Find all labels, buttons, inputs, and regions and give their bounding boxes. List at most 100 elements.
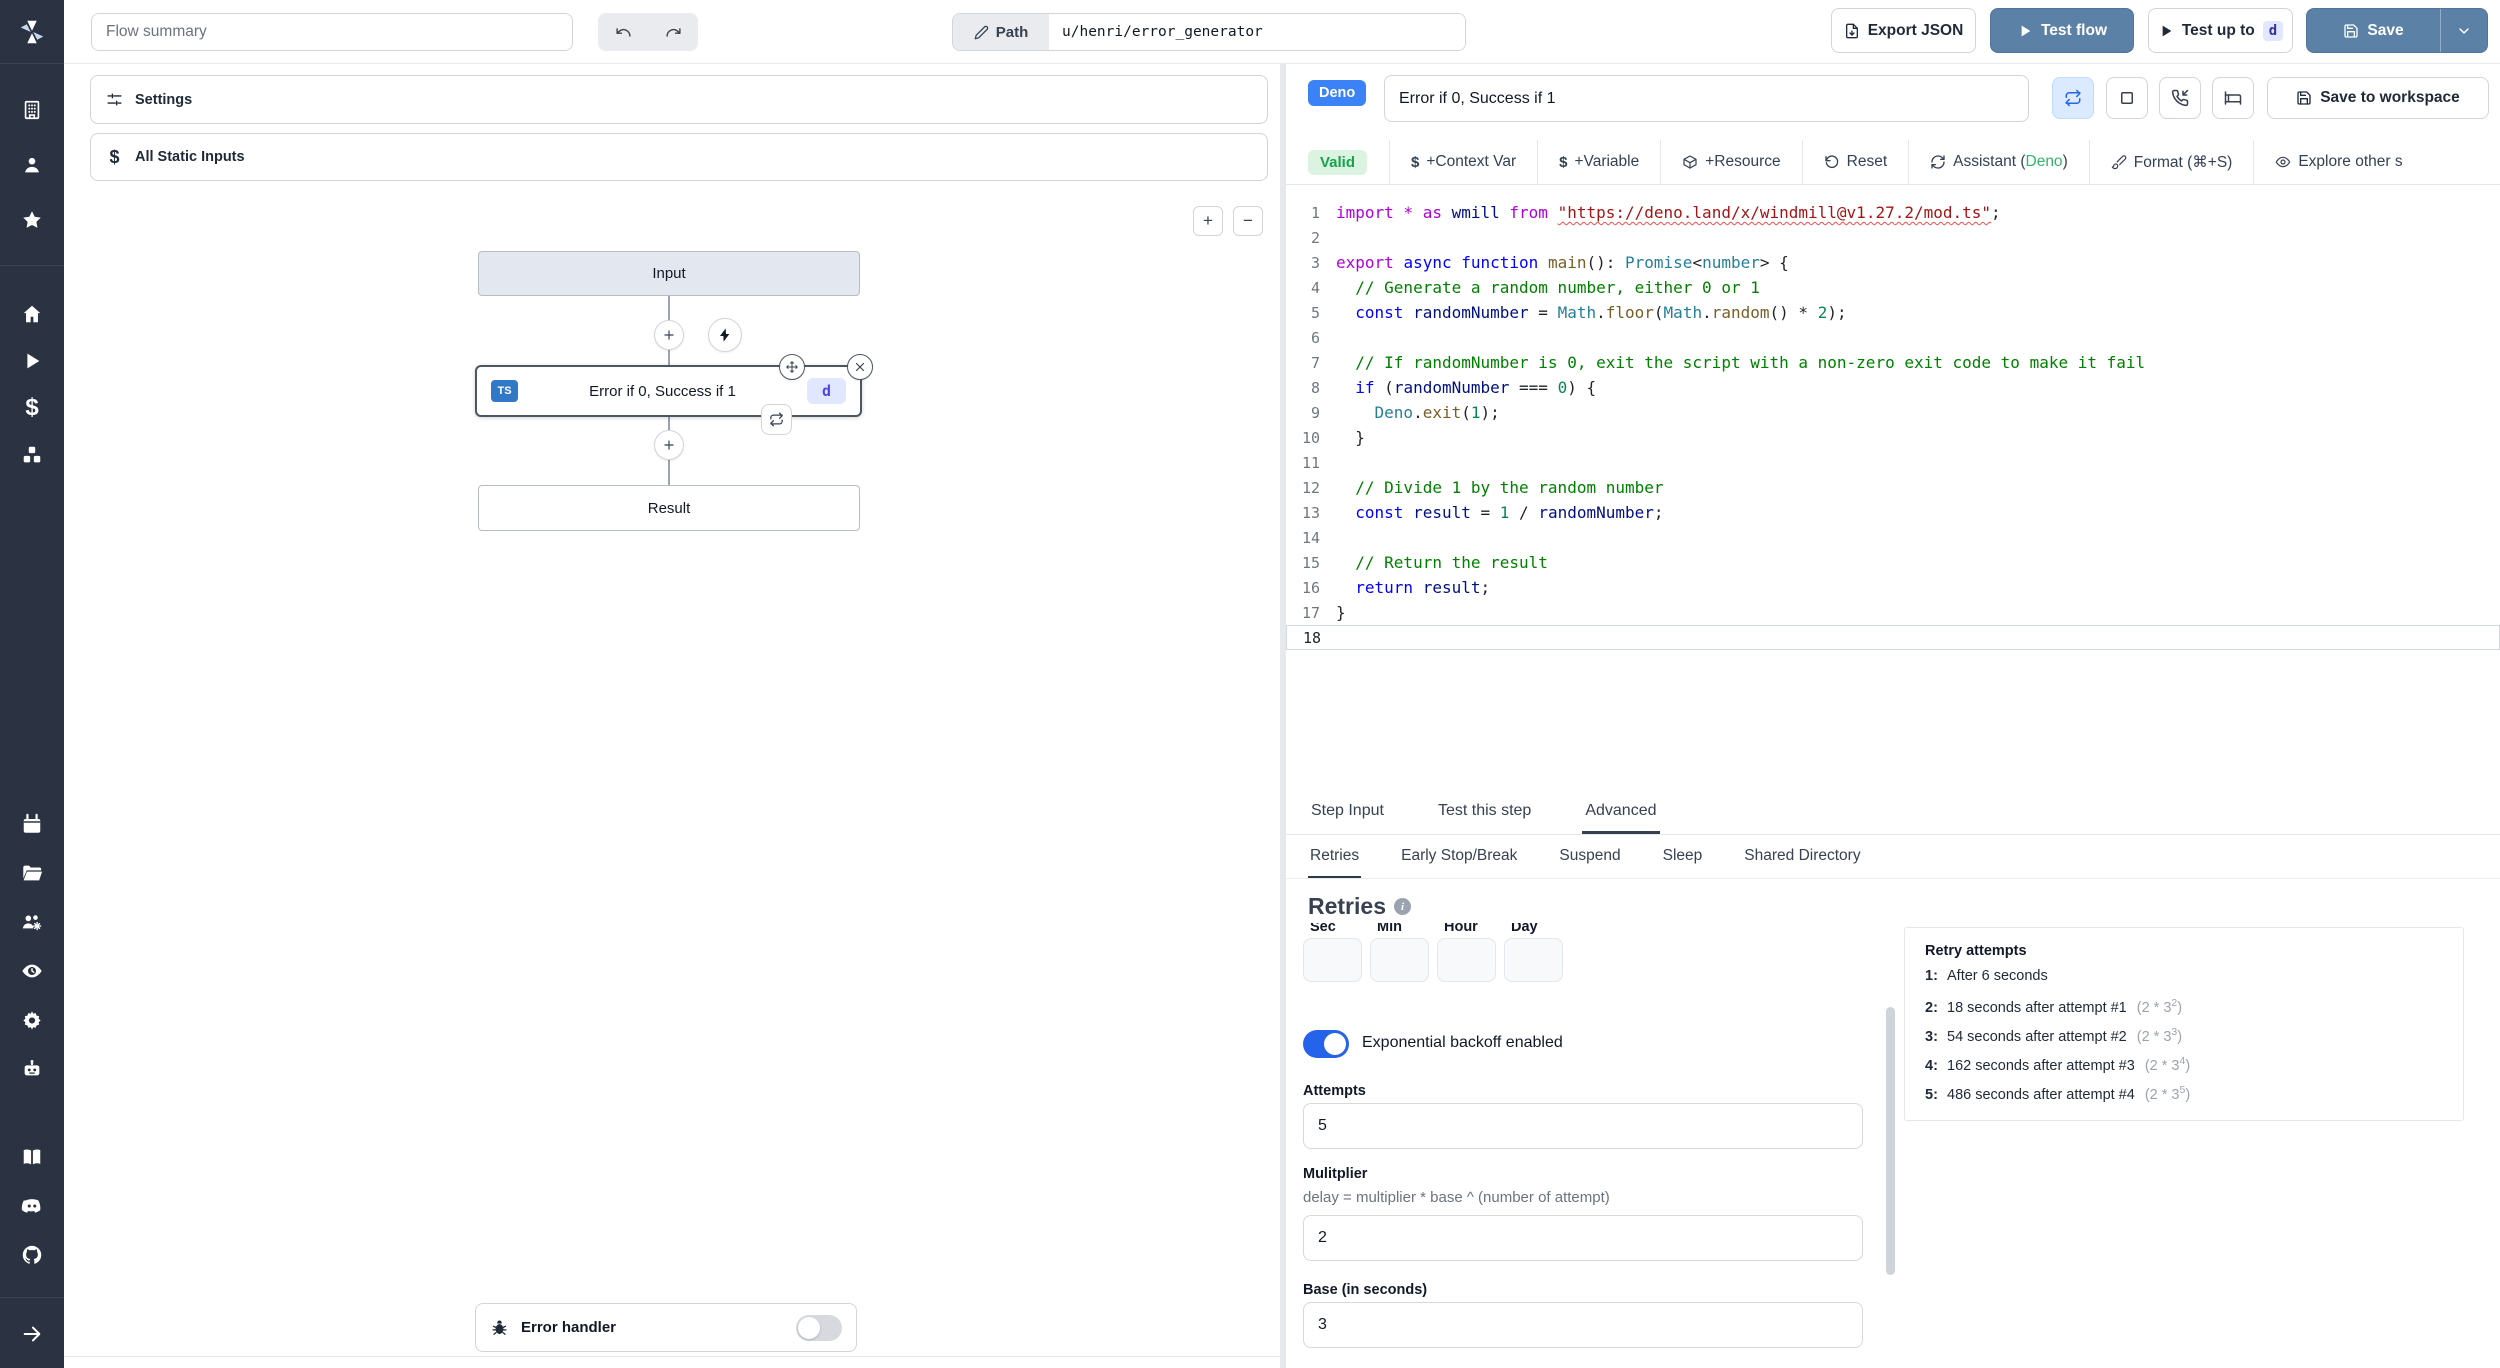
flow-summary-input[interactable] [91, 13, 573, 51]
retry-hour-input[interactable] [1437, 938, 1496, 982]
save-to-workspace-button[interactable]: Save to workspace [2267, 77, 2489, 119]
star-icon[interactable] [14, 202, 50, 238]
export-json-button[interactable]: Export JSON [1831, 8, 1976, 53]
delete-step-button[interactable] [847, 354, 873, 380]
reset-button[interactable]: Reset [1803, 140, 1909, 184]
save-button[interactable]: Save [2307, 9, 2440, 52]
retry-day-input[interactable] [1504, 938, 1563, 982]
code-line[interactable]: 15 // Return the result [1301, 553, 1548, 572]
calendar-icon[interactable] [14, 806, 50, 842]
code-line[interactable]: 4 // Generate a random number, either 0 … [1310, 278, 1760, 297]
file-export-icon [1845, 23, 1858, 38]
stop-mode-button[interactable] [2106, 77, 2148, 119]
code-line[interactable]: 2 [1310, 228, 1320, 247]
test-flow-button[interactable]: Test flow [1990, 8, 2134, 53]
subtab-sleep[interactable]: Sleep [1662, 846, 1703, 864]
move-step-button[interactable] [779, 354, 805, 380]
code-line[interactable]: 11 [1301, 453, 1320, 472]
code-line[interactable]: 8 if (randomNumber === 0) { [1310, 378, 1597, 397]
arrow-right-icon[interactable] [14, 1316, 50, 1352]
path-edit-button[interactable]: Path [953, 14, 1049, 50]
phone-incoming-icon [2171, 89, 2189, 107]
brush-icon [2111, 155, 2127, 170]
code-line[interactable]: 7 // If randomNumber is 0, exit the scri… [1310, 353, 2146, 372]
retry-sec-input[interactable] [1303, 938, 1362, 982]
add-variable-button[interactable]: $+Variable [1559, 153, 1640, 171]
add-context-var-button[interactable]: $+Context Var [1411, 153, 1517, 171]
eye-clock-icon[interactable] [14, 953, 50, 989]
flow-settings-row[interactable]: Settings [90, 75, 1268, 124]
explore-scripts-button[interactable]: Explore other s [2254, 140, 2423, 184]
all-static-inputs-row[interactable]: $ All Static Inputs [90, 133, 1268, 181]
retry-attempt-row: 5:486 seconds after attempt #4(2 * 35) [1925, 1084, 2191, 1103]
tab-test-this-step[interactable]: Test this step [1437, 801, 1532, 819]
building-icon[interactable] [14, 92, 50, 128]
format-button[interactable]: Format (⌘+S) [2090, 140, 2254, 184]
retry-attempt-row: 4:162 seconds after attempt #3(2 * 34) [1925, 1055, 2191, 1074]
restart-step-button[interactable] [761, 404, 792, 435]
attempts-input[interactable] [1303, 1103, 1863, 1149]
code-line[interactable]: 10 } [1301, 428, 1365, 447]
subtab-early-stop-break[interactable]: Early Stop/Break [1401, 846, 1518, 864]
error-handler-row[interactable]: Error handler [475, 1303, 857, 1352]
code-line[interactable]: 6 [1310, 328, 1320, 347]
step-title-input[interactable] [1384, 75, 2029, 122]
info-icon[interactable]: i [1393, 898, 1411, 915]
gear-icon[interactable] [14, 1002, 50, 1038]
tab-advanced[interactable]: Advanced [1582, 790, 1660, 834]
user-icon[interactable] [14, 147, 50, 183]
cubes-icon[interactable] [14, 437, 50, 473]
pane-resizer[interactable] [1280, 64, 1286, 1368]
sleep-mode-button[interactable] [2212, 77, 2254, 119]
exponential-backoff-toggle[interactable] [1303, 1030, 1349, 1058]
base-input[interactable] [1303, 1302, 1863, 1348]
zoom-out-button[interactable]: − [1233, 206, 1263, 236]
code-line[interactable]: 13 const result = 1 / randomNumber; [1301, 503, 1664, 522]
code-line[interactable]: 14 [1301, 528, 1320, 547]
insert-step-button[interactable] [654, 320, 684, 350]
folder-icon[interactable] [14, 855, 50, 891]
discord-icon[interactable] [14, 1188, 50, 1224]
path-input[interactable]: u/henri/error_generator [1049, 14, 1465, 50]
retry-min-input[interactable] [1370, 938, 1429, 982]
test-up-to-button[interactable]: Test up to d [2148, 8, 2293, 53]
robot-icon[interactable] [14, 1051, 50, 1087]
zoom-in-button[interactable]: + [1193, 206, 1223, 236]
undo-icon[interactable] [598, 13, 648, 51]
trigger-bolt-button[interactable] [708, 318, 742, 352]
home-icon[interactable] [14, 296, 50, 332]
plus-icon [664, 330, 674, 340]
subtab-shared-directory[interactable]: Shared Directory [1744, 846, 1861, 864]
suspend-mode-button[interactable] [2159, 77, 2201, 119]
save-dropdown-chevron[interactable] [2440, 9, 2487, 52]
error-handler-toggle[interactable] [796, 1314, 842, 1341]
code-line[interactable]: 5 const randomNumber = Math.floor(Math.r… [1310, 303, 1847, 322]
code-line[interactable]: 18 [1286, 625, 2500, 650]
flow-input-node[interactable]: Input [478, 251, 860, 296]
subtab-suspend[interactable]: Suspend [1559, 846, 1621, 864]
subtab-retries[interactable]: Retries [1308, 835, 1362, 878]
code-line[interactable]: 12 // Divide 1 by the random number [1301, 478, 1664, 497]
tab-step-input[interactable]: Step Input [1311, 801, 1384, 819]
user-group-gear-icon[interactable] [14, 904, 50, 940]
code-line[interactable]: 16 return result; [1301, 578, 1491, 597]
github-icon[interactable] [14, 1237, 50, 1273]
redo-icon[interactable] [648, 13, 698, 51]
add-resource-button[interactable]: +Resource [1661, 140, 1801, 184]
code-line[interactable]: 9 Deno.exit(1); [1310, 403, 1500, 422]
assistant-button[interactable]: Assistant (Deno) [1909, 140, 2089, 184]
scrollbar-thumb[interactable] [1886, 1007, 1895, 1275]
windmill-logo-icon[interactable] [0, 0, 64, 64]
code-line[interactable]: 17} [1301, 603, 1346, 622]
flow-step-node[interactable]: TS Error if 0, Success if 1 d [475, 365, 862, 417]
play-icon[interactable] [14, 343, 50, 379]
insert-step-button[interactable] [654, 430, 684, 460]
book-icon[interactable] [14, 1139, 50, 1175]
loop-mode-button[interactable] [2052, 77, 2094, 119]
flow-result-node[interactable]: Result [478, 485, 860, 531]
multiplier-input[interactable] [1303, 1215, 1863, 1261]
dollar-icon[interactable]: $ [25, 394, 39, 421]
